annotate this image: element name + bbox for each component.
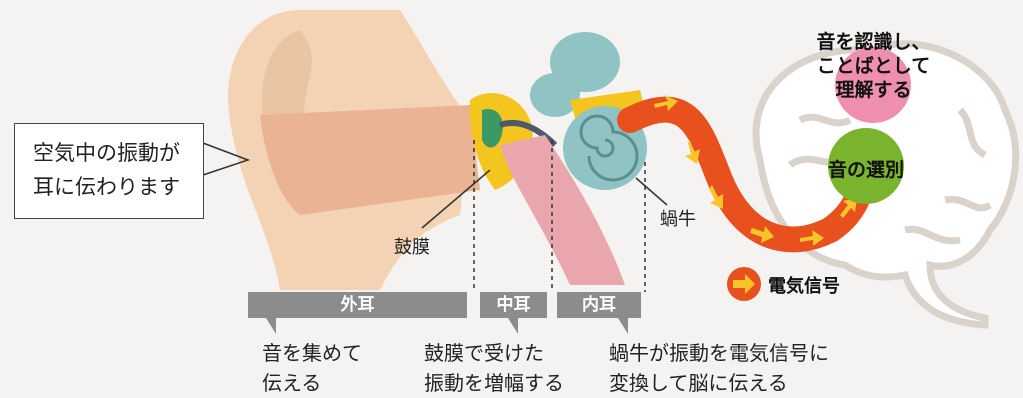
inner-desc-line-2: 変換して脳に伝える <box>609 368 829 398</box>
signal-legend-label: 電気信号 <box>768 272 840 298</box>
callout-line-1: 空気中の振動が <box>33 136 203 170</box>
middle-desc-line-1: 鼓膜で受けた <box>424 338 564 368</box>
recognize-line-2: ことばとして <box>815 54 932 78</box>
middle-ear-description: 鼓膜で受けた 振動を増幅する <box>424 338 564 398</box>
eardrum-label: 鼓膜 <box>394 233 430 259</box>
middle-desc-line-2: 振動を増幅する <box>424 368 564 398</box>
cochlea-label: 蝸牛 <box>660 205 696 231</box>
outer-ear-illustration <box>228 10 480 290</box>
recognize-line-3: 理解する <box>815 78 932 102</box>
middle-pointer <box>508 318 518 334</box>
recognize-text: 音を認識し、 ことばとして 理解する <box>815 30 932 102</box>
inner-ear-segment: 内耳 <box>557 292 641 318</box>
outer-desc-line-1: 音を集めて <box>262 338 362 368</box>
callout-line-2: 耳に伝わります <box>33 170 203 204</box>
middle-ear-segment: 中耳 <box>480 292 547 318</box>
outer-desc-line-2: 伝える <box>262 368 362 398</box>
inner-desc-line-1: 蝸牛が振動を電気信号に <box>609 338 829 368</box>
outer-ear-description: 音を集めて 伝える <box>262 338 362 398</box>
signal-legend-icon <box>727 267 761 301</box>
outer-pointer <box>266 318 276 334</box>
inner-ear-description: 蝸牛が振動を電気信号に 変換して脳に伝える <box>609 338 829 398</box>
cochlea-leader-line <box>636 178 667 205</box>
inner-pointer <box>618 318 628 334</box>
select-label: 音の選別 <box>828 155 904 182</box>
outer-ear-segment: 外耳 <box>248 292 467 318</box>
vibration-callout: 空気中の振動が 耳に伝わります <box>14 123 204 219</box>
recognize-line-1: 音を認識し、 <box>815 30 932 54</box>
